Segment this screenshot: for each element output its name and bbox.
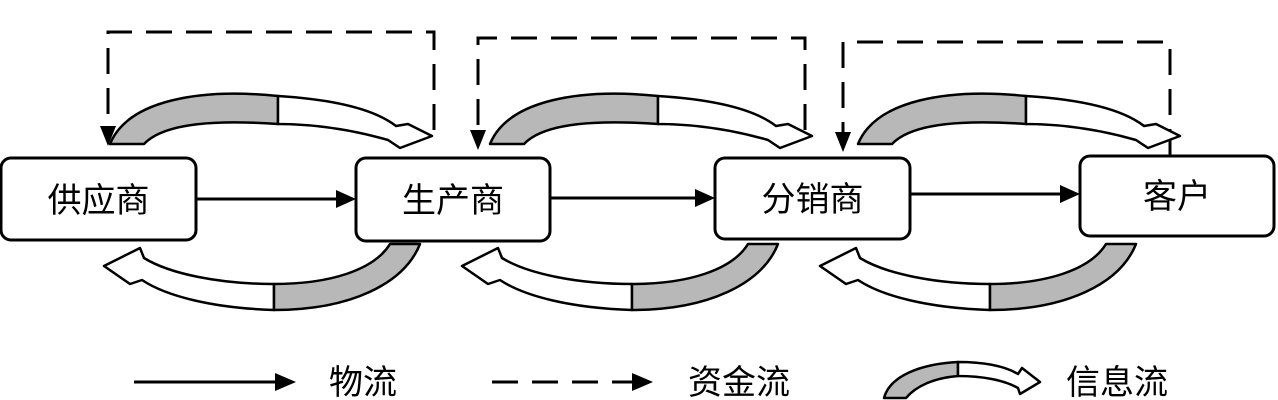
node-supplier-label: 供应商 — [48, 181, 150, 221]
material-flow-arrow-3 — [911, 185, 1080, 203]
legend-capital-flow-label: 资金流 — [688, 363, 790, 400]
material-flow-arrow-1 — [197, 190, 356, 208]
legend-information-flow: 信息流 — [882, 360, 1168, 400]
capital-flow-loop-3 — [835, 40, 1172, 155]
material-flow-arrow-icon — [134, 373, 296, 391]
legend-material-flow-label: 物流 — [329, 363, 397, 400]
node-manufacturer: 生产商 — [354, 156, 552, 243]
material-flow-arrows — [197, 185, 1080, 208]
information-flow-lower-3 — [818, 242, 1138, 312]
legend-capital-flow: 资金流 — [492, 363, 790, 400]
information-flow-upper-1 — [108, 92, 434, 150]
node-customer: 客户 — [1078, 154, 1276, 238]
information-flow-lower-2 — [460, 242, 780, 312]
information-flow-upper-3 — [856, 92, 1182, 150]
capital-flow-loop-2 — [470, 36, 807, 150]
information-flow-lower-1 — [102, 242, 422, 312]
capital-flow-loops — [100, 30, 1172, 155]
legend: 物流 资金流 信息流 — [134, 360, 1168, 400]
node-distributor: 分销商 — [713, 156, 912, 241]
node-supplier: 供应商 — [0, 156, 198, 242]
information-flow-arrows — [102, 92, 1182, 312]
node-manufacturer-label: 生产商 — [402, 181, 504, 221]
legend-material-flow: 物流 — [134, 363, 397, 400]
legend-information-flow-label: 信息流 — [1066, 363, 1168, 400]
capital-flow-arrow-icon — [492, 373, 653, 391]
information-flow-arrow-icon — [882, 360, 1042, 400]
node-customer-label: 客户 — [1143, 177, 1211, 217]
capital-flow-loop-1 — [100, 30, 436, 146]
node-distributor-label: 分销商 — [762, 180, 864, 220]
information-flow-upper-2 — [488, 92, 814, 150]
material-flow-arrow-2 — [551, 189, 715, 207]
